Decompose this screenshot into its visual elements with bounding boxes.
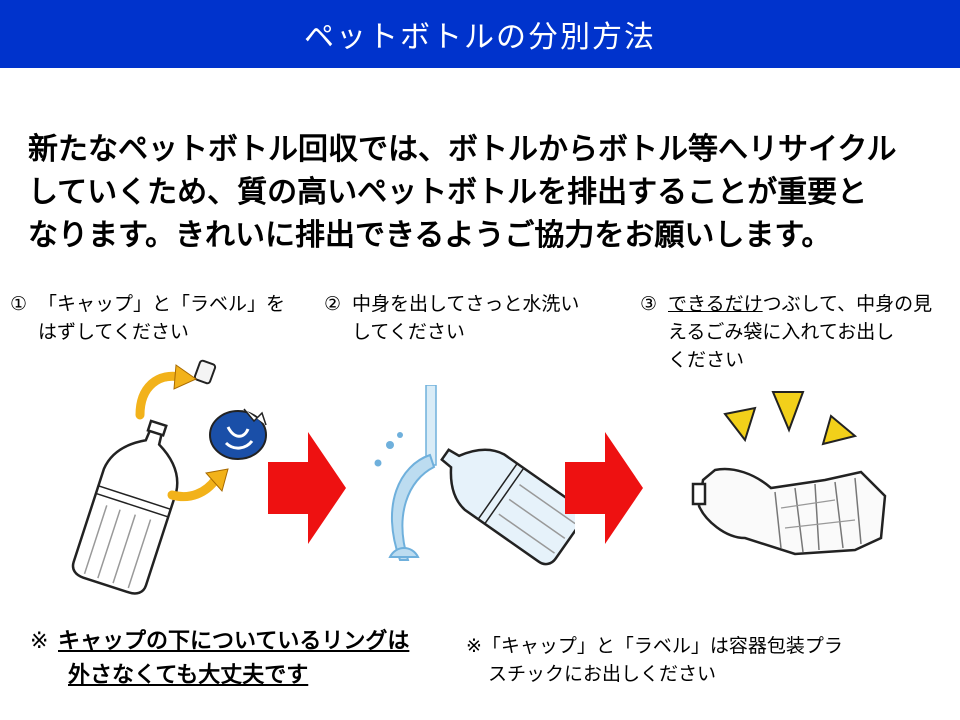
step-emphasis: できるだけ <box>668 293 763 315</box>
step-text: つぶして、中身の見 <box>762 293 933 315</box>
intro-line: していくため、質の高いペットボトルを排出することが重要と <box>28 175 868 210</box>
step-text: 中身を出してさっと水洗い <box>352 293 580 315</box>
cap-icon <box>193 359 217 385</box>
page-title: ペットボトルの分別方法 <box>304 20 656 55</box>
step-text: えるごみ袋に入れてお出し <box>668 321 895 343</box>
label-removal-icon <box>209 408 267 460</box>
note-mark: ※ <box>30 629 49 654</box>
note-text: 外さなくても大丈夫です <box>68 663 309 688</box>
step-3: ③ できるだけつぶして、中身の見 えるごみ袋に入れてお出し ください <box>640 290 932 374</box>
intro-text: 新たなペットボトル回収では、ボトルからボトル等へリサイクル していくため、質の高… <box>28 128 938 257</box>
crushed-bottle <box>691 391 887 556</box>
step-number: ② <box>324 293 342 315</box>
title-bar: ペットボトルの分別方法 <box>0 0 960 68</box>
note-text: ※「キャップ」と「ラベル」は容器包装プラ <box>466 635 843 657</box>
cap-label-note: ※「キャップ」と「ラベル」は容器包装プラ スチックにお出しください <box>466 632 843 688</box>
intro-line: なります。きれいに排出できるようご協力をお願いします。 <box>28 218 832 253</box>
step-text: 「キャップ」と「ラベル」を <box>38 293 286 315</box>
red-arrow-icon <box>268 432 346 544</box>
note-text: キャップの下についているリングは <box>58 629 410 654</box>
step-text: はずしてください <box>38 321 189 343</box>
step-number: ① <box>10 293 28 315</box>
step-1: ① 「キャップ」と「ラベル」を はずしてください <box>10 290 285 346</box>
burst-icon <box>771 391 805 433</box>
step-number: ③ <box>640 293 658 315</box>
water-rinse-bottle <box>374 385 575 566</box>
burst-icon <box>723 406 757 443</box>
step-2: ② 中身を出してさっと水洗い してください <box>324 290 579 346</box>
note-text: スチックにお出しください <box>488 663 717 685</box>
step-text: ください <box>668 349 745 371</box>
intro-line: 新たなペットボトル回収では、ボトルからボトル等へリサイクル <box>28 132 897 167</box>
step-text: してください <box>352 321 465 343</box>
ring-note: ※ キャップの下についているリングは 外さなくても大丈夫です <box>30 625 409 693</box>
burst-icon <box>821 414 858 446</box>
red-arrow-icon <box>565 432 643 544</box>
bottle-with-cap-removed <box>71 359 267 595</box>
